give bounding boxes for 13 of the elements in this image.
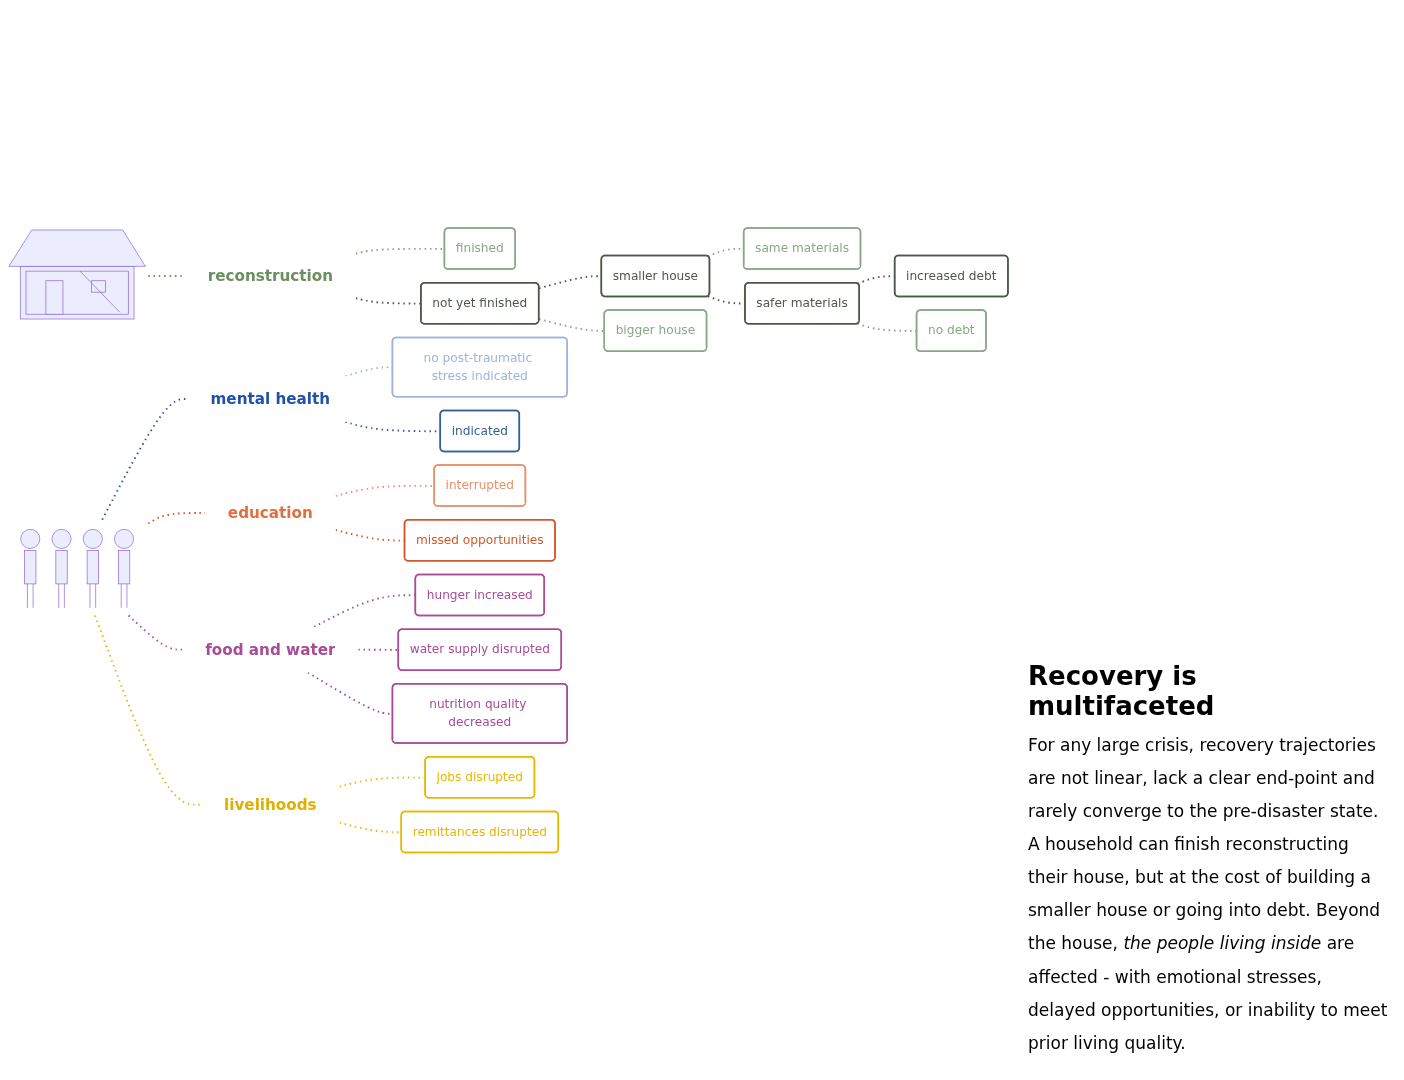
connector — [127, 614, 184, 651]
connector — [856, 322, 918, 332]
people-drawing — [20, 528, 135, 608]
caption: For any large crisis, recovery trajectories are not linear, lack a clear end-point and rarely converge to the pre-disaster state. A household can finish reconstructing their house, but at the cost of building a smaller house or going into debt. Beyond the house, the people living inside are affected - with emotional stresses, delayed opportunities, or inability to meet prior living quality. — [1028, 733, 1389, 1055]
node-text: livelihoods — [224, 795, 317, 814]
title: Recovery is multifaceted — [1028, 660, 1216, 721]
connector — [354, 296, 423, 305]
connector — [94, 614, 203, 806]
node-text: mental health — [210, 389, 331, 408]
node-text: food and water — [205, 640, 336, 659]
node-text: education — [227, 503, 313, 522]
house-drawing — [8, 229, 146, 320]
node-text: reconstruction — [207, 266, 334, 285]
